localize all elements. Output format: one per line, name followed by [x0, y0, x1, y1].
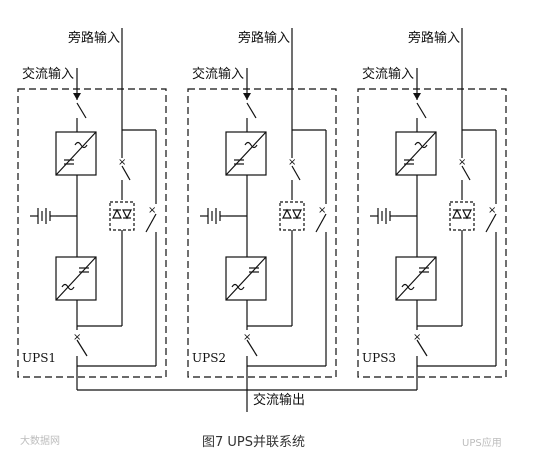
ups-module-3: 旁路输入 交流输入 UPS3 × × [357, 28, 507, 390]
battery-icon [370, 208, 396, 224]
ups-module-2: 旁路输入 交流输入 UPS2 × × [187, 28, 337, 390]
input-switch [76, 102, 87, 119]
battery-icon [200, 208, 226, 224]
rectifier [225, 131, 267, 176]
module-name-label: UPS1 [22, 351, 56, 365]
bypass-switch [121, 165, 131, 181]
ac-input-label: 交流输入 [192, 66, 244, 82]
module-boundary [357, 88, 507, 378]
input-arrow-icon [413, 93, 421, 100]
bypass-input-label: 旁路输入 [238, 30, 290, 46]
ups-module-1: 旁路输入 交流输入 UPS1 × [17, 28, 167, 390]
switch-contact-icon: × [458, 157, 466, 168]
switch-contact-icon: × [73, 332, 81, 343]
thyristor-icon [462, 209, 472, 220]
ac-sine-icon [414, 141, 428, 149]
watermark-left: 大数据网 [20, 434, 60, 447]
ac-input-label: 交流输入 [362, 66, 414, 82]
bypass-input-label: 旁路输入 [408, 30, 460, 46]
inverter [55, 256, 97, 301]
ac-output-label: 交流输出 [253, 392, 305, 408]
module-boundary [187, 88, 337, 378]
switch-contact-icon: × [318, 205, 326, 216]
inverter [225, 256, 267, 301]
inverter-diagonal [55, 256, 97, 301]
rectifier [395, 131, 437, 176]
input-arrow-icon [73, 93, 81, 100]
switch-contact-icon: × [148, 205, 156, 216]
static-switch [449, 201, 475, 231]
module-boundary [17, 88, 167, 378]
thyristor-icon [122, 209, 132, 220]
ac-sine-icon [61, 283, 75, 291]
input-arrow-icon [243, 93, 251, 100]
ac-sine-icon [231, 283, 245, 291]
static-switch [109, 201, 135, 231]
output-switch [76, 339, 88, 357]
battery-icon [30, 208, 56, 224]
static-switch [279, 201, 305, 231]
rectifier [55, 131, 97, 176]
thyristor-icon [452, 208, 462, 219]
thyristor-icon [112, 208, 122, 219]
bypass-input-label: 旁路输入 [68, 30, 120, 46]
watermark-right: UPS应用 [462, 436, 502, 449]
thyristor-icon [292, 209, 302, 220]
thyristor-icon [282, 208, 292, 219]
rectifier-diagonal [55, 131, 97, 176]
ac-sine-icon [244, 141, 258, 149]
inverter [395, 256, 437, 301]
switch-contact-icon: × [288, 157, 296, 168]
figure-caption: 图7 UPS并联系统 [202, 435, 305, 450]
ac-input-label: 交流输入 [22, 66, 74, 82]
maintenance-switch [145, 213, 157, 233]
switch-contact-icon: × [118, 157, 126, 168]
switch-contact-icon: × [488, 205, 496, 216]
switch-contact-icon: × [243, 332, 251, 343]
switch-contact-icon: × [413, 332, 421, 343]
ac-sine-icon [401, 283, 415, 291]
module-name-label: UPS2 [192, 351, 226, 365]
module-name-label: UPS3 [362, 351, 396, 365]
ac-sine-icon [74, 141, 88, 149]
